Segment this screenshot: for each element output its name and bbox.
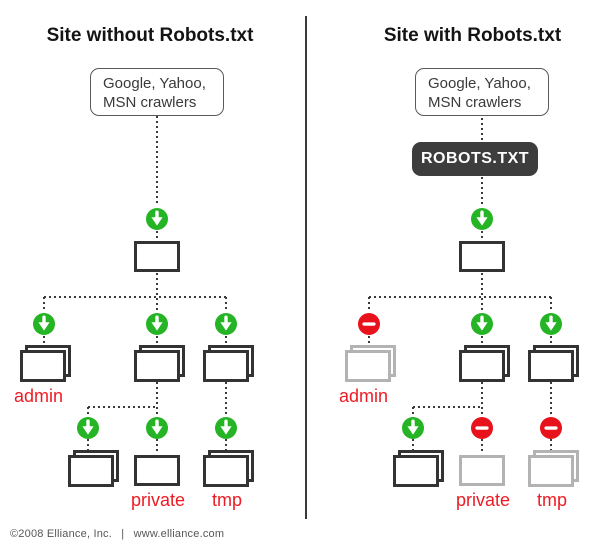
- dotted-connector: [412, 407, 414, 418]
- dotted-connector: [156, 116, 158, 206]
- folder-root: [134, 241, 180, 272]
- allow-icon: [471, 208, 493, 230]
- deny-icon: [471, 417, 493, 439]
- folder-front-sheet: [528, 455, 574, 487]
- dotted-connector: [156, 382, 158, 417]
- dotted-connector: [87, 439, 89, 452]
- folder-level3: [393, 450, 444, 487]
- folder-front-sheet: [68, 455, 114, 487]
- panel-site-with-robots: Site with Robots.txt Google, Yahoo, MSN …: [325, 0, 600, 553]
- folder-label-private: private: [130, 490, 186, 510]
- folder-private-blocked: [459, 455, 505, 486]
- dotted-connector: [550, 439, 552, 452]
- dotted-connector: [413, 406, 482, 408]
- folder-label-tmp: tmp: [211, 490, 242, 510]
- allow-icon: [146, 208, 168, 230]
- dotted-connector: [43, 297, 45, 312]
- folder-tmp: [203, 450, 254, 487]
- dotted-connector: [369, 296, 551, 298]
- allow-icon: [402, 417, 424, 439]
- crawler-box: Google, Yahoo, MSN crawlers: [90, 68, 224, 116]
- folder-front-sheet: [203, 350, 249, 382]
- folder-tmp-blocked: [528, 450, 579, 487]
- dotted-connector: [412, 439, 414, 452]
- crawler-box-line1: Google, Yahoo,: [103, 75, 206, 92]
- website-url: www.elliance.com: [133, 528, 225, 540]
- allow-icon: [215, 417, 237, 439]
- allow-icon: [215, 313, 237, 335]
- panel-divider: [305, 16, 307, 519]
- folder-front-sheet: [20, 350, 66, 382]
- allow-icon: [471, 313, 493, 335]
- dotted-connector: [156, 336, 158, 349]
- folder-front-sheet: [345, 350, 391, 382]
- panel-site-without-robots: Site without Robots.txt Google, Yahoo, M…: [14, 25, 254, 510]
- dotted-connector: [225, 297, 227, 312]
- dotted-connector: [481, 118, 483, 141]
- folder-front-sheet: [459, 350, 505, 382]
- crawler-box-line1: Google, Yahoo,: [428, 75, 531, 92]
- dotted-connector: [88, 406, 157, 408]
- folder-private: [134, 455, 180, 486]
- folder-level2: [459, 345, 510, 382]
- folder-admin-blocked: [345, 345, 396, 382]
- folder-level2: [134, 345, 185, 382]
- dotted-connector: [44, 296, 226, 298]
- dotted-connector: [156, 439, 158, 452]
- folder-root: [459, 241, 505, 272]
- dotted-connector: [225, 439, 227, 452]
- dotted-connector: [368, 297, 370, 312]
- crawler-box-line2: MSN crawlers: [103, 94, 197, 111]
- dotted-connector: [481, 273, 483, 313]
- folder-level2: [528, 345, 579, 382]
- dotted-connector: [156, 231, 158, 242]
- panel-title-with: Site with Robots.txt: [383, 25, 562, 46]
- folder-label-admin: admin: [339, 386, 389, 406]
- folder-label-private: private: [455, 490, 511, 510]
- crawler-box-line2: MSN crawlers: [428, 94, 522, 111]
- robots-txt-file-box: ROBOTS.TXT: [412, 142, 538, 176]
- crawler-box: Google, Yahoo, MSN crawlers: [415, 68, 549, 116]
- folder-front-sheet: [203, 455, 249, 487]
- dotted-connector: [225, 382, 227, 417]
- dotted-connector: [481, 382, 483, 417]
- folder-admin: [20, 345, 71, 382]
- dotted-connector: [481, 231, 483, 242]
- dotted-connector: [481, 439, 483, 452]
- dotted-connector: [87, 407, 89, 418]
- footer-credit: ©2008 Elliance, Inc. | www.elliance.com: [10, 528, 230, 540]
- dotted-connector: [225, 336, 227, 349]
- dotted-connector: [550, 297, 552, 312]
- dotted-connector: [481, 177, 483, 207]
- folder-label-admin: admin: [14, 386, 64, 406]
- copyright-text: ©2008 Elliance, Inc.: [10, 528, 112, 540]
- allow-icon: [540, 313, 562, 335]
- allow-icon: [146, 417, 168, 439]
- dotted-connector: [550, 382, 552, 417]
- dotted-connector: [368, 336, 370, 349]
- folder-level2: [203, 345, 254, 382]
- folder-label-tmp: tmp: [536, 490, 567, 510]
- panel-title-without: Site without Robots.txt: [46, 25, 254, 46]
- allow-icon: [77, 417, 99, 439]
- dotted-connector: [550, 336, 552, 349]
- dotted-connector: [43, 336, 45, 349]
- allow-icon: [146, 313, 168, 335]
- folder-front-sheet: [134, 350, 180, 382]
- deny-icon: [540, 417, 562, 439]
- folder-front-sheet: [393, 455, 439, 487]
- footer-separator: |: [121, 528, 125, 540]
- allow-icon: [33, 313, 55, 335]
- dotted-connector: [156, 273, 158, 313]
- deny-icon: [358, 313, 380, 335]
- dotted-connector: [481, 336, 483, 349]
- folder-front-sheet: [528, 350, 574, 382]
- folder-level3: [68, 450, 119, 487]
